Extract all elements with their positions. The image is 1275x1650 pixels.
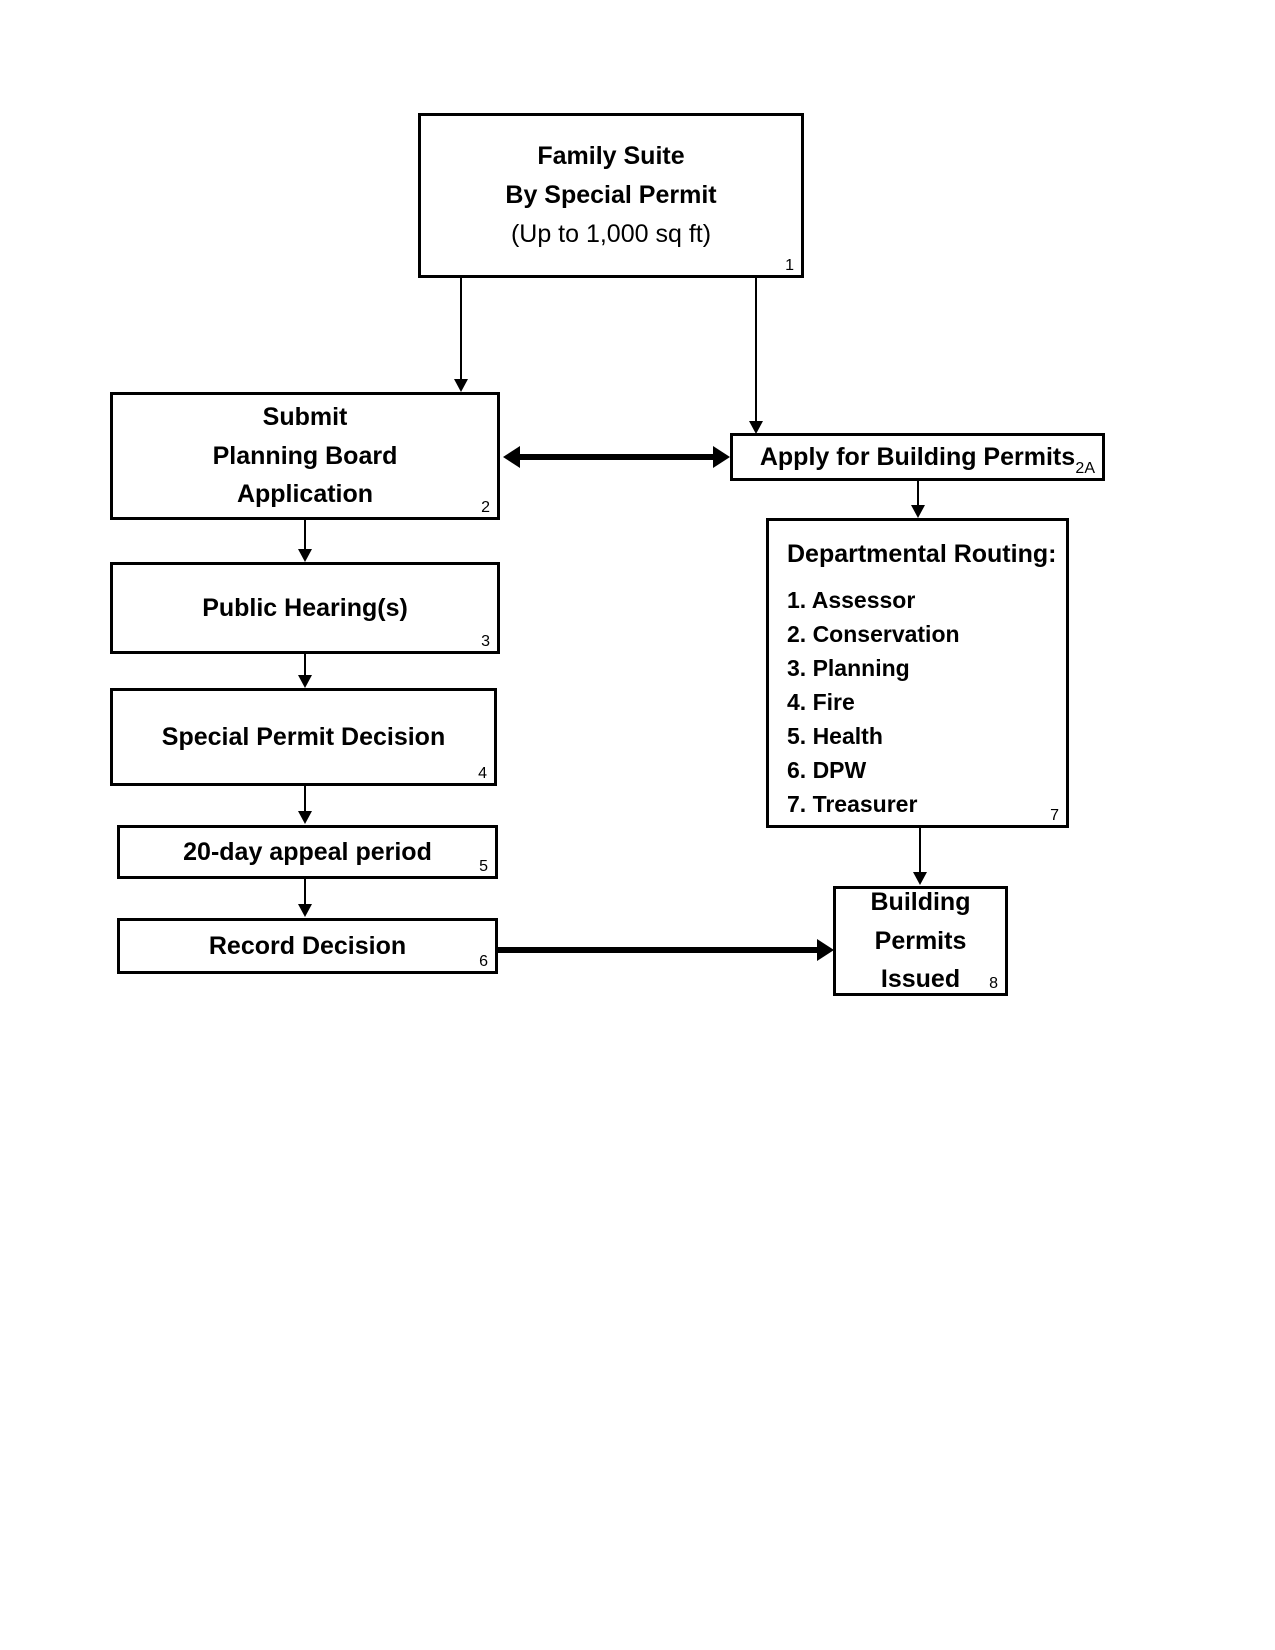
departmental-routing-list: 1. Assessor 2. Conservation 3. Planning … (787, 583, 960, 821)
edge-2-to-2a-line (520, 454, 714, 460)
edge-2-to-3-line (304, 520, 306, 552)
edge-2-to-3-arrowhead (298, 549, 312, 562)
edge-2-to-2a-arrowhead-left (503, 446, 520, 468)
node-6-line-1: Record Decision (208, 931, 407, 960)
list-item: 4. Fire (787, 689, 855, 716)
node-departmental-routing[interactable]: Departmental Routing: 1. Assessor 2. Con… (766, 518, 1069, 828)
edge-7-to-8-line (919, 828, 921, 874)
node-4-tag: 4 (478, 765, 487, 782)
node-submit-planning-board-application[interactable]: Submit Planning Board Application 2 (110, 392, 500, 520)
node-2-line-1: Submit (262, 402, 348, 431)
node-8-line-2: Permits (874, 926, 967, 955)
edge-5-to-6-line (304, 879, 306, 906)
edge-1-to-2-line (460, 278, 462, 382)
node-7-tag: 7 (1050, 807, 1059, 824)
node-2-line-3: Application (236, 480, 374, 509)
node-2a-tag: 2A (1075, 460, 1095, 477)
edge-1-to-2a-line (755, 278, 757, 424)
edge-2a-to-7-arrowhead (911, 505, 925, 518)
list-item: 6. DPW (787, 757, 867, 784)
edge-2-to-2a-arrowhead-right (713, 446, 730, 468)
node-3-tag: 3 (481, 633, 490, 650)
node-6-tag: 6 (479, 953, 488, 970)
edge-4-to-5-arrowhead (298, 811, 312, 824)
edge-4-to-5-line (304, 786, 306, 812)
node-2-tag: 2 (481, 499, 490, 516)
node-public-hearings[interactable]: Public Hearing(s) 3 (110, 562, 500, 654)
node-20-day-appeal-period[interactable]: 20-day appeal period 5 (117, 825, 498, 879)
edge-6-to-8-line (498, 947, 818, 953)
node-8-line-1: Building (870, 887, 971, 916)
node-8-tag: 8 (989, 975, 998, 992)
list-item: 2. Conservation (787, 621, 960, 648)
node-2-line-2: Planning Board (212, 441, 398, 470)
edge-6-to-8-arrowhead (817, 939, 834, 961)
edge-3-to-4-arrowhead (298, 675, 312, 688)
edge-3-to-4-line (304, 654, 306, 676)
node-5-line-1: 20-day appeal period (183, 837, 432, 866)
node-2a-line-1: Apply for Building Permits (759, 442, 1076, 471)
list-item: 5. Health (787, 723, 883, 750)
node-family-suite-by-special-permit[interactable]: Family Suite By Special Permit (Up to 1,… (418, 113, 804, 278)
node-3-line-1: Public Hearing(s) (202, 593, 408, 622)
node-1-subline: (Up to 1,000 sq ft) (510, 219, 712, 248)
node-4-line-1: Special Permit Decision (161, 722, 446, 751)
node-7-heading: Departmental Routing: (787, 540, 1057, 568)
edge-7-to-8-arrowhead (913, 872, 927, 885)
list-item: 3. Planning (787, 655, 910, 682)
node-special-permit-decision[interactable]: Special Permit Decision 4 (110, 688, 497, 786)
list-item: 7. Treasurer (787, 791, 918, 818)
edge-1-to-2a-arrowhead (749, 421, 763, 434)
node-apply-for-building-permits[interactable]: Apply for Building Permits 2A (730, 433, 1105, 481)
node-1-tag: 1 (785, 257, 794, 274)
list-item: 1. Assessor (787, 587, 916, 613)
edge-2a-to-7-line (917, 481, 919, 508)
node-8-line-3: Issued (880, 965, 961, 994)
node-1-line-1: Family Suite (537, 142, 685, 171)
node-1-line-2: By Special Permit (505, 181, 717, 210)
node-5-tag: 5 (479, 858, 488, 875)
edge-5-to-6-arrowhead (298, 904, 312, 917)
edge-1-to-2-arrowhead (454, 379, 468, 392)
node-record-decision[interactable]: Record Decision 6 (117, 918, 498, 974)
node-building-permits-issued[interactable]: Building Permits Issued 8 (833, 886, 1008, 996)
